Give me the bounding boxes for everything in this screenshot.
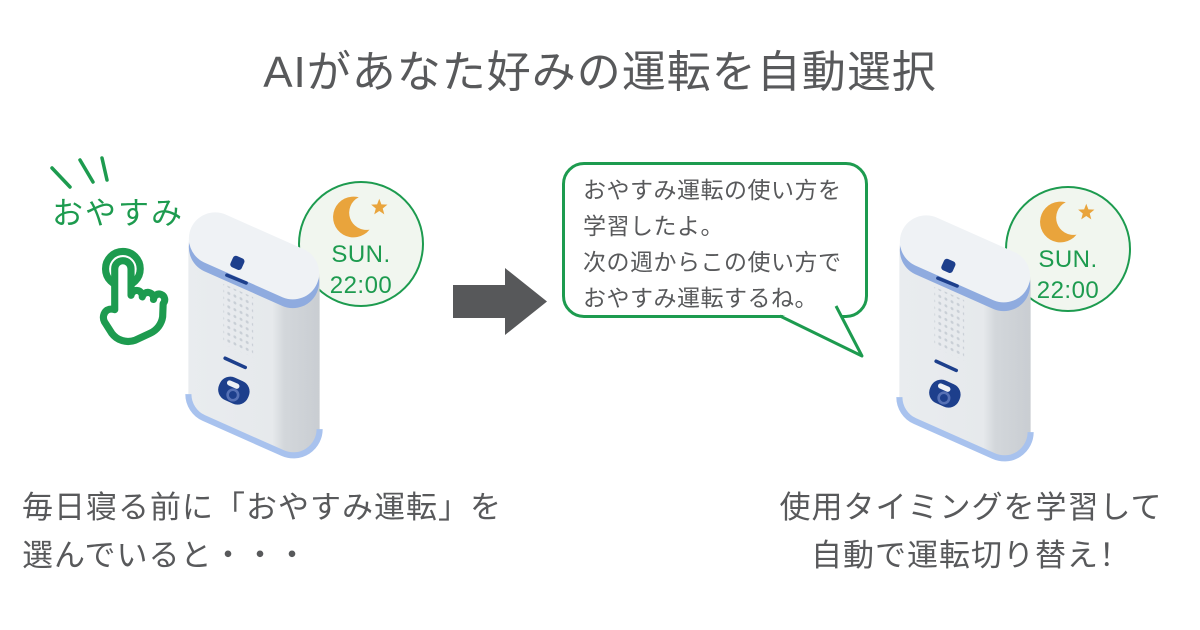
emphasis-lines-icon [50, 156, 109, 189]
right-arrow-icon [453, 268, 547, 335]
crescent-moon-star-icon [1039, 199, 1097, 245]
air-purifier-device [895, 199, 1035, 464]
badge-time: 22:00 [329, 271, 393, 299]
crescent-moon-star-icon [332, 194, 390, 240]
badge-time: 22:00 [1036, 276, 1100, 304]
ai-speech-bubble: おやすみ運転の使い方を 学習したよ。 次の週からこの使い方で おやすみ運転するね… [562, 162, 868, 318]
tap-label: おやすみ [52, 196, 184, 231]
before-caption: 毎日寝る前に「おやすみ運転」を 選んでいると・・・ [22, 490, 502, 574]
page-title: AIがあなた好みの運転を自動選択 [263, 48, 937, 97]
speech-bubble-tail [779, 305, 864, 358]
badge-day: SUN. [331, 241, 391, 268]
tap-hand-icon [99, 247, 169, 346]
after-caption: 使用タイミングを学習して 自動で運転切り替え！ [779, 490, 1163, 574]
badge-day: SUN. [1038, 246, 1098, 273]
air-purifier-device [184, 196, 324, 461]
